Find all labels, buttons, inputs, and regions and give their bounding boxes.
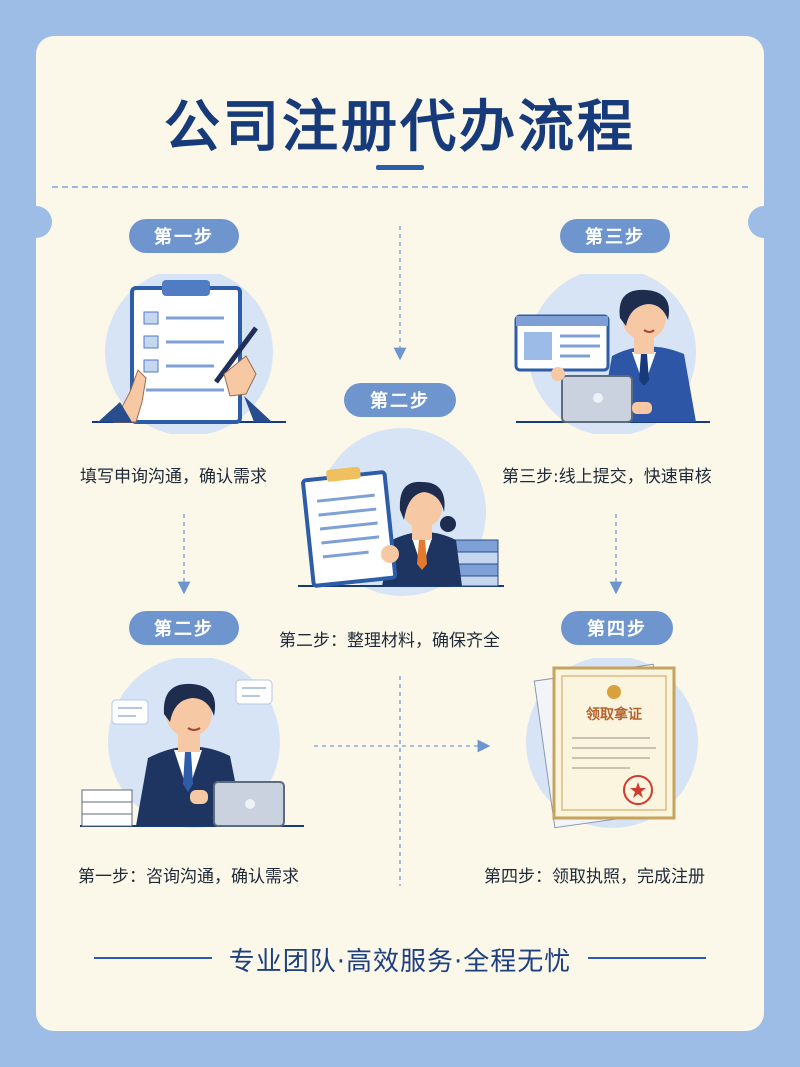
ticket-notch-right — [748, 206, 764, 238]
footer-rule-left — [94, 957, 212, 959]
step-badge-4: 第二步 — [129, 611, 239, 645]
step-badge-2: 第二步 — [344, 383, 456, 417]
flow-card: 公司注册代办流程 第一步 — [36, 36, 764, 1031]
certificate-title: 领取拿证 — [586, 707, 642, 723]
footer-rule-right — [588, 957, 706, 959]
clipboard-illustration — [92, 274, 286, 434]
step-badge-1: 第一步 — [129, 219, 239, 253]
title-underline — [376, 165, 424, 170]
footer-slogan: 专业团队·高效服务·全程无忧 — [228, 947, 572, 977]
step-badge-5: 第四步 — [561, 611, 673, 645]
consultant-illustration — [80, 658, 304, 828]
dashed-divider — [52, 186, 748, 188]
man-at-laptop-illustration — [514, 274, 710, 434]
step-caption-1: 填写申询沟通，确认需求 — [80, 467, 267, 487]
certificate-graphic — [526, 658, 698, 828]
step-badge-3: 第三步 — [560, 219, 670, 253]
license-certificate-illustration: 领取拿证 — [510, 658, 720, 828]
step-caption-5: 第四步：领取执照，完成注册 — [484, 867, 705, 887]
step-caption-2: 第二步：整理材料，确保齐全 — [279, 631, 500, 651]
woman-with-clipboard-illustration — [298, 428, 504, 596]
step-caption-3: 第三步:线上提交，快速审核 — [502, 467, 712, 487]
ticket-notch-left — [36, 206, 52, 238]
flow-connectors — [177, 226, 623, 886]
page-title: 公司注册代办流程 — [164, 95, 636, 160]
step-caption-4: 第一步：咨询沟通，确认需求 — [78, 867, 299, 887]
